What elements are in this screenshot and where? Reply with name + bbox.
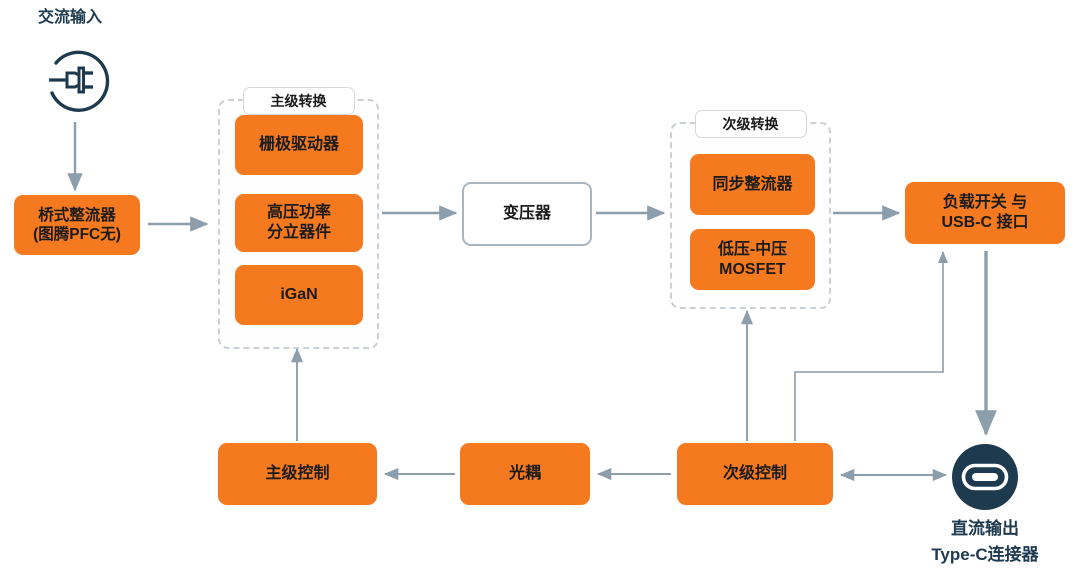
node-gate-driver: 栅极驱动器 [235,115,363,175]
node-igan: iGaN [235,265,363,325]
node-sync-rectifier: 同步整流器 [690,154,815,215]
ac-input-label: 交流输入 [38,9,103,26]
secondary-group-label: 次级转换 [694,110,807,138]
ac-plug-icon [42,44,112,114]
group-primary-conversion: 主级转换 栅极驱动器 高压功率 分立器件 iGaN [218,87,379,349]
node-load-switch-usbc: 负载开关 与 USB-C 接口 [905,182,1065,244]
dc-output-label: 直流输出 Type-C连接器 [931,519,1039,564]
node-optocoupler: 光耦 [460,443,590,505]
group-secondary-conversion: 次级转换 同步整流器 低压-中压 MOSFET [670,110,831,309]
node-primary-control: 主级控制 [218,443,377,505]
node-bridge-rectifier: 桥式整流器 (图腾PFC无) [14,195,140,255]
node-transformer: 变压器 [462,182,592,246]
node-hv-power-discretes: 高压功率 分立器件 [235,194,363,252]
node-lv-mv-mosfet: 低压-中压 MOSFET [690,229,815,290]
node-secondary-control: 次级控制 [677,443,833,505]
primary-group-label: 主级转换 [242,87,355,115]
usb-c-connector-icon [951,443,1019,511]
